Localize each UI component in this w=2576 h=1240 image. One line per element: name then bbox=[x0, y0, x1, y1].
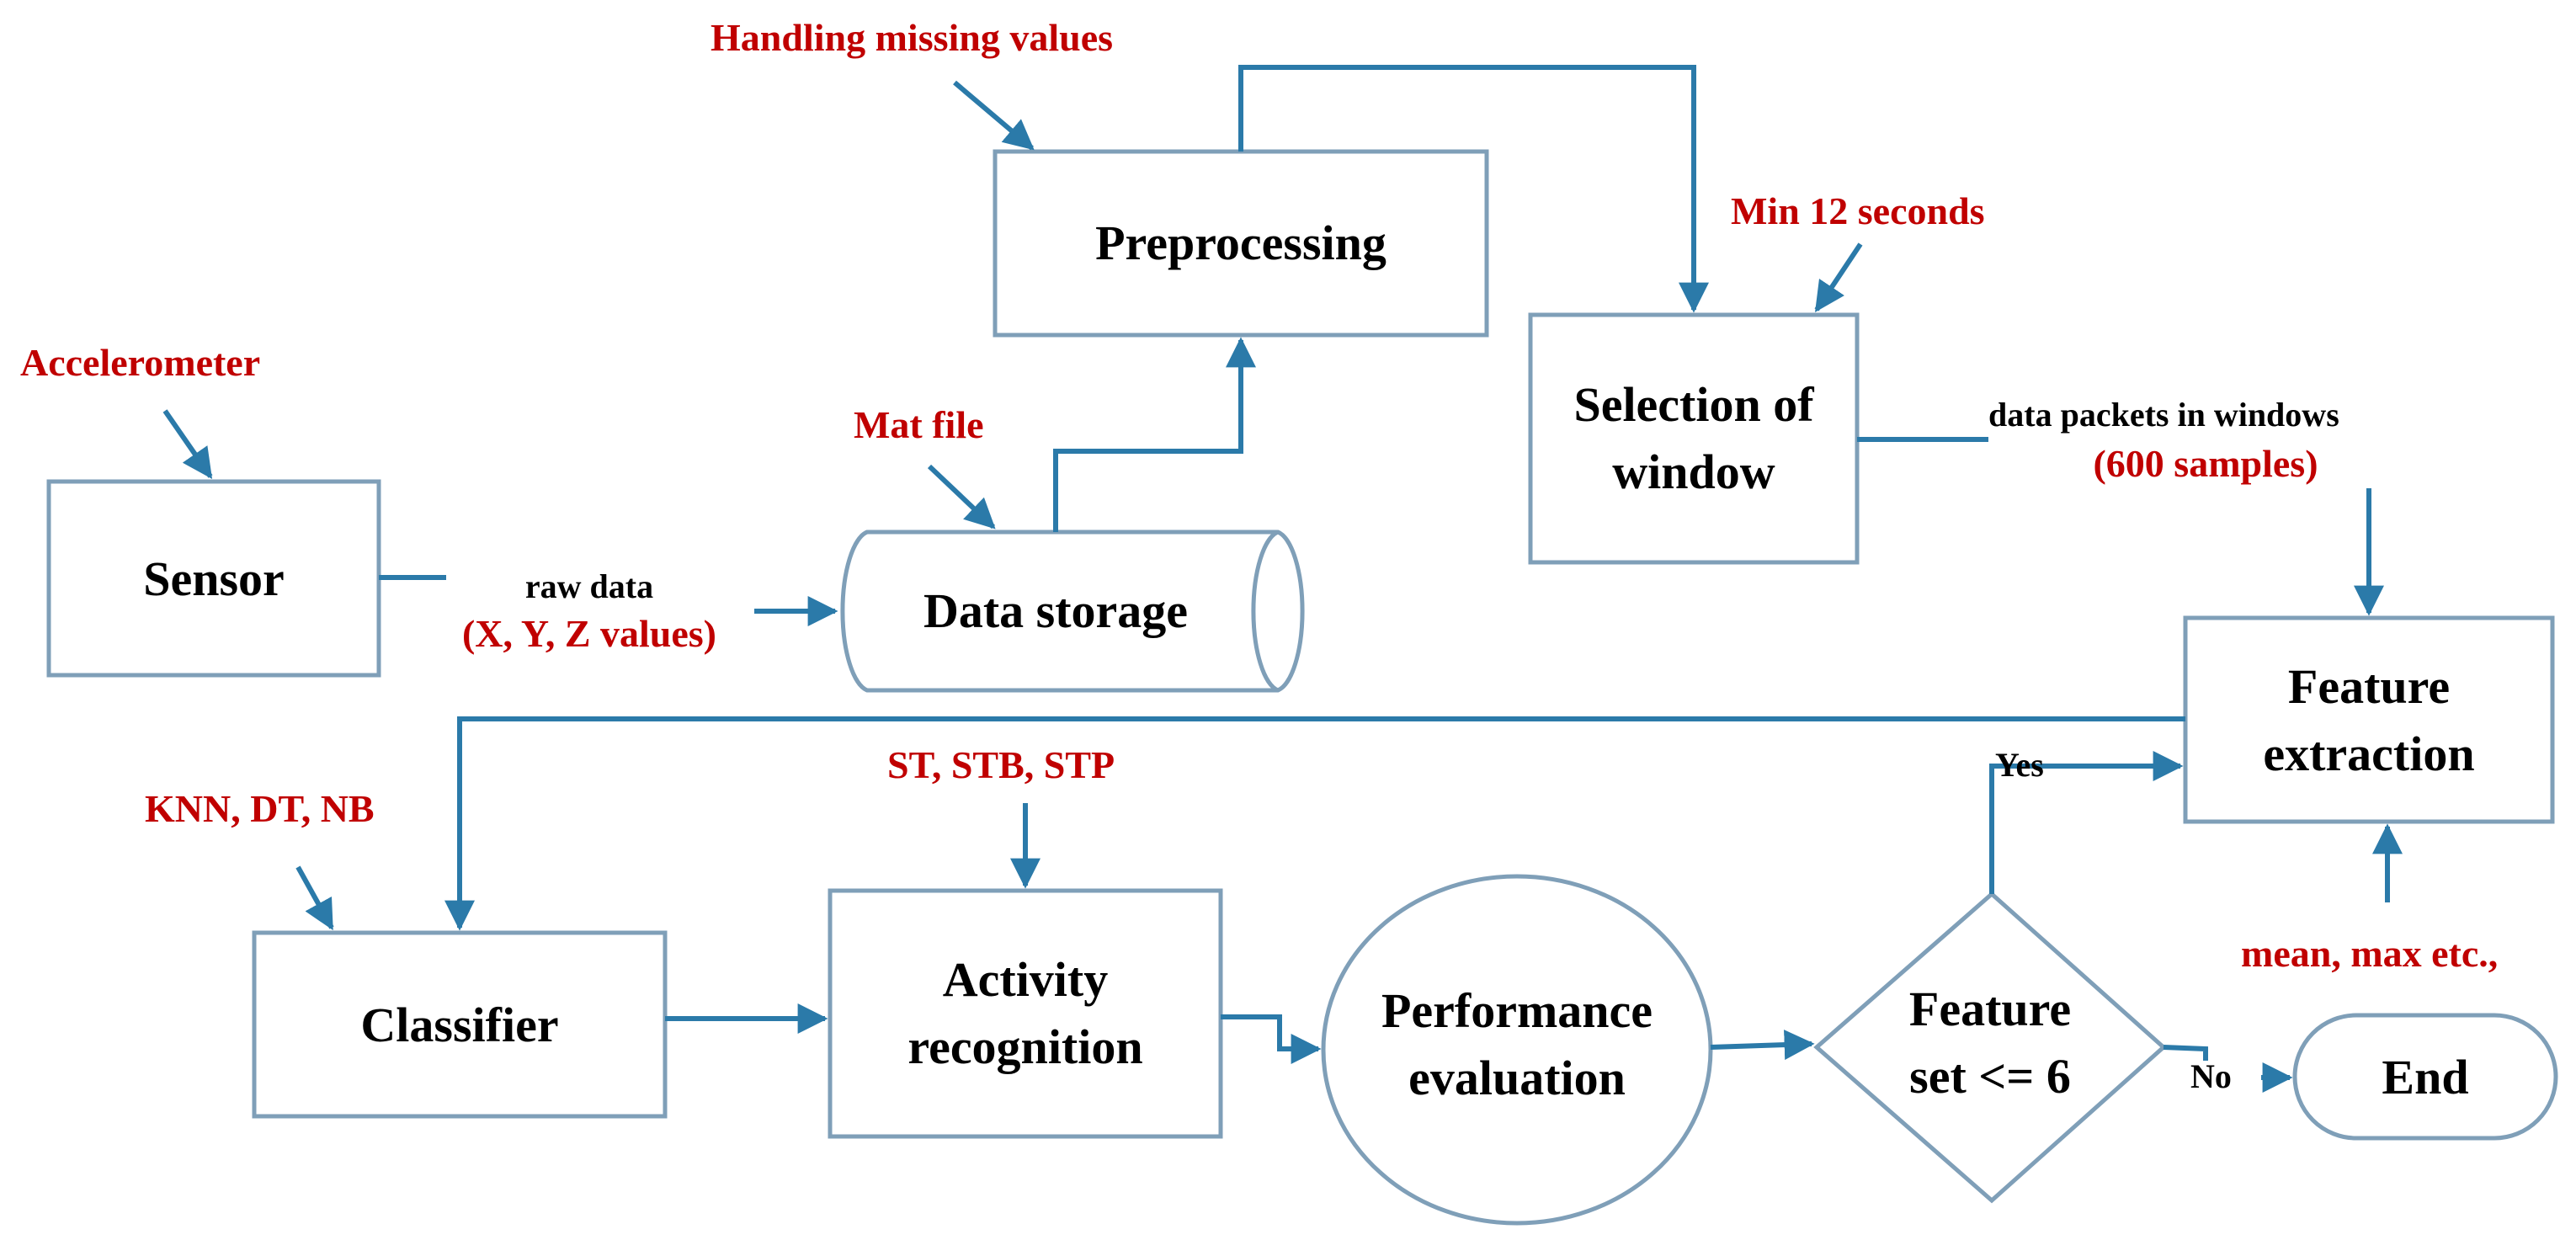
positions-annotation: ST, STB, STP bbox=[887, 743, 1115, 786]
handling-missing-annotation: Handling missing values bbox=[711, 16, 1113, 59]
end-node: End bbox=[2292, 1013, 2558, 1141]
selection-of-window-node: Selection of window bbox=[1528, 312, 1860, 565]
feature-extraction-label-line2: extraction bbox=[2263, 726, 2474, 781]
decision-yes-arrow bbox=[1989, 751, 2184, 894]
preprocessing-to-selection-arrow bbox=[1238, 65, 1709, 313]
activity-recognition-node: Activity recognition bbox=[828, 888, 1223, 1139]
selection-label-line2: window bbox=[1612, 444, 1775, 499]
handling-missing-pointer-arrow bbox=[953, 80, 1035, 151]
feature-extraction-to-classifier-arrow bbox=[444, 716, 2185, 931]
data-storage-node: Data storage bbox=[840, 530, 1305, 693]
no-branch-label: No bbox=[2190, 1057, 2232, 1095]
decision-label-line2: set <= 6 bbox=[1909, 1049, 2071, 1104]
accelerometer-pointer-arrow bbox=[162, 409, 213, 479]
feature-set-decision-node: Feature set <= 6 bbox=[1813, 891, 2167, 1204]
preprocessing-label: Preprocessing bbox=[1095, 216, 1386, 270]
classifier-label: Classifier bbox=[360, 998, 558, 1052]
activity-label-line2: recognition bbox=[907, 1019, 1142, 1074]
classifiers-list-pointer-arrow bbox=[295, 865, 334, 931]
activity-label-line1: Activity bbox=[943, 952, 1109, 1007]
preprocessing-node: Preprocessing bbox=[993, 149, 1489, 338]
end-label: End bbox=[2382, 1050, 2468, 1104]
data-storage-label: Data storage bbox=[923, 583, 1188, 638]
feature-extraction-label-line1: Feature bbox=[2288, 659, 2450, 714]
min-seconds-pointer-arrow bbox=[1814, 242, 1863, 312]
sensor-node: Sensor bbox=[46, 479, 381, 678]
decision-no-arrow bbox=[2163, 1045, 2208, 1061]
xyz-values-annotation: (X, Y, Z values) bbox=[462, 612, 716, 655]
min-seconds-annotation: Min 12 seconds bbox=[1731, 189, 1985, 232]
classifiers-list-annotation: KNN, DT, NB bbox=[145, 787, 375, 830]
feature-extraction-node: Feature extraction bbox=[2183, 615, 2555, 824]
mat-file-annotation: Mat file bbox=[854, 403, 984, 446]
samples-annotation: (600 samples) bbox=[2093, 442, 2318, 485]
mat-file-pointer-arrow bbox=[927, 464, 996, 530]
performance-label-line1: Performance bbox=[1381, 983, 1653, 1038]
sensor-label: Sensor bbox=[143, 551, 285, 606]
decision-label-line1: Feature bbox=[1909, 982, 2071, 1036]
performance-label-line2: evaluation bbox=[1408, 1051, 1626, 1105]
raw-data-annotation: raw data bbox=[525, 567, 653, 605]
selection-label-line1: Selection of bbox=[1573, 377, 1814, 432]
mean-max-annotation: mean, max etc., bbox=[2241, 932, 2498, 975]
yes-branch-label: Yes bbox=[1995, 746, 2044, 784]
performance-evaluation-node: Performance evaluation bbox=[1321, 874, 1713, 1226]
storage-to-preprocessing-arrow bbox=[1053, 337, 1256, 532]
classifier-node: Classifier bbox=[252, 930, 668, 1119]
data-packets-annotation: data packets in windows bbox=[1988, 396, 2339, 434]
activity-to-performance-arrow bbox=[1221, 1014, 1322, 1064]
accelerometer-annotation: Accelerometer bbox=[20, 341, 260, 384]
performance-to-decision-arrow bbox=[1710, 1030, 1815, 1061]
